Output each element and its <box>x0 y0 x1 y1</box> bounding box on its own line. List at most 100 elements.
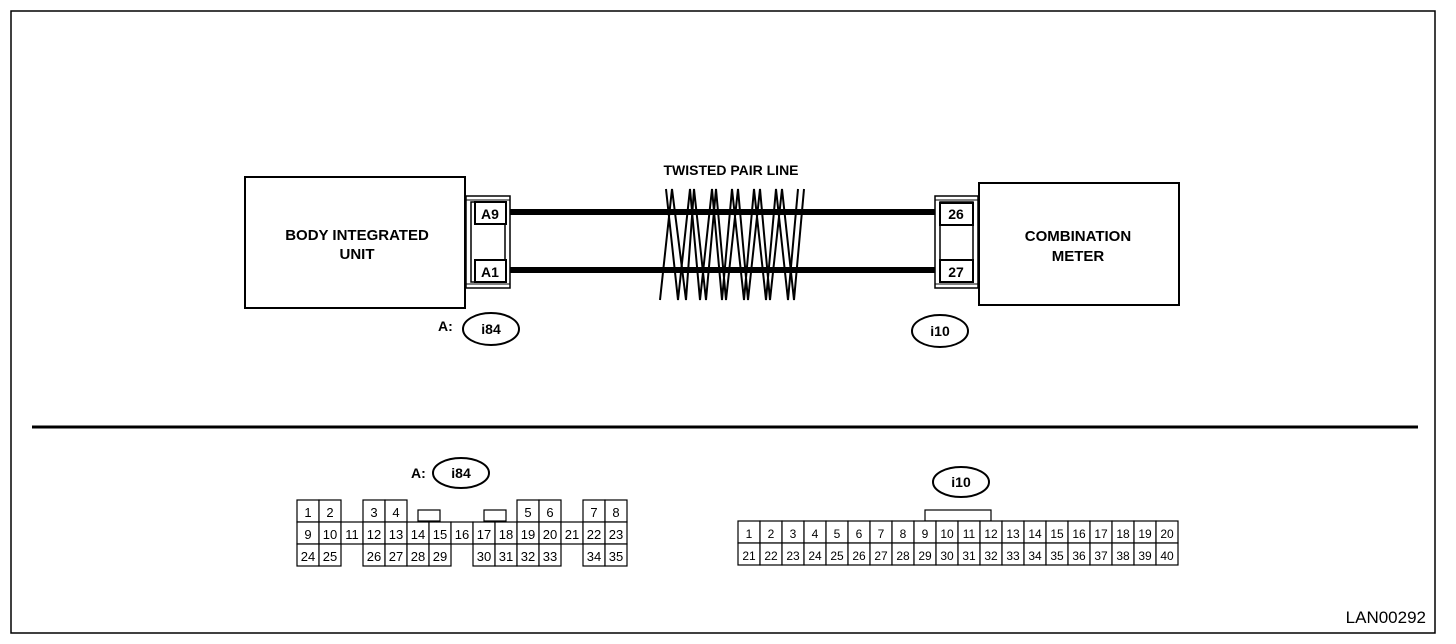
pin-number: 28 <box>411 549 425 564</box>
pin-number: 37 <box>1094 549 1108 563</box>
pin-number: 29 <box>918 549 932 563</box>
pin-number: 11 <box>963 527 976 541</box>
i10-id: i10 <box>951 474 971 490</box>
i84-id: i84 <box>451 465 471 481</box>
i84-prefix: A: <box>411 465 426 481</box>
pin-number: 4 <box>392 505 399 520</box>
pin-number: 25 <box>830 549 844 563</box>
pin-number: 1 <box>746 527 753 541</box>
pin-number: 20 <box>1160 527 1174 541</box>
pin-number: 7 <box>590 505 597 520</box>
pin-number: 14 <box>1028 527 1042 541</box>
pin-cell <box>428 543 452 567</box>
pin-number: 6 <box>546 505 553 520</box>
combination-meter-unit: COMBINATION METER <box>978 182 1180 306</box>
i10-oval <box>932 466 990 498</box>
pin-number: 30 <box>477 549 491 564</box>
right-connector-oval <box>911 314 969 348</box>
pin-number: 27 <box>389 549 403 564</box>
left-connector-prefix: A: <box>438 318 453 334</box>
body-integrated-unit: BODY INTEGRATED UNIT <box>244 176 466 309</box>
meter-label-line2: METER <box>1052 248 1105 265</box>
body-unit-label-line1: BODY INTEGRATED <box>285 227 429 244</box>
pin-number: 21 <box>565 527 579 542</box>
pin-number: 30 <box>940 549 954 563</box>
pin-number: 14 <box>411 527 425 542</box>
pin-number: 19 <box>521 527 535 542</box>
pin-number: 15 <box>1050 527 1064 541</box>
pin-number: 24 <box>808 549 822 563</box>
i84-oval <box>432 457 490 489</box>
left-connector-oval <box>462 312 520 346</box>
pin-number: 34 <box>587 549 601 564</box>
pin-number: 38 <box>1116 549 1130 563</box>
pin-cell <box>604 543 628 567</box>
pin-number: 9 <box>922 527 929 541</box>
pin-number: 19 <box>1138 527 1152 541</box>
pin-number: 4 <box>812 527 819 541</box>
pin-number: 5 <box>524 505 531 520</box>
twisted-pair-symbol <box>659 188 805 301</box>
pin-number: 2 <box>326 505 333 520</box>
pin-a9-label: A9 <box>481 206 499 222</box>
pin-number: 33 <box>1006 549 1020 563</box>
pin-number: 40 <box>1160 549 1174 563</box>
pin-number: 10 <box>323 527 337 542</box>
pin-number: 18 <box>499 527 513 542</box>
twisted-pair-label: TWISTED PAIR LINE <box>663 162 798 178</box>
pin-number: 23 <box>786 549 800 563</box>
pin-number: 7 <box>878 527 885 541</box>
pin-number: 32 <box>984 549 998 563</box>
left-connector-id: i84 <box>481 321 501 337</box>
figure-code: LAN00292 <box>1346 608 1426 627</box>
pin-number: 33 <box>543 549 557 564</box>
pin-number: 29 <box>433 549 447 564</box>
pin-number: 8 <box>900 527 907 541</box>
pin-number: 1 <box>304 505 311 520</box>
pin-number: 16 <box>455 527 469 542</box>
pin-26-label: 26 <box>948 206 964 222</box>
pin-number: 32 <box>521 549 535 564</box>
pin-number: 16 <box>1072 527 1086 541</box>
pin-number: 17 <box>477 527 491 542</box>
pin-number: 36 <box>1072 549 1086 563</box>
pin-cell <box>318 543 342 567</box>
pin-number: 25 <box>323 549 337 564</box>
right-connector-id: i10 <box>930 323 950 339</box>
pin-number: 15 <box>433 527 447 542</box>
meter-label-line1: COMBINATION <box>1025 228 1131 245</box>
diagram-frame <box>10 10 1436 634</box>
body-unit-label-line2: UNIT <box>340 246 375 263</box>
pin-number: 39 <box>1138 549 1152 563</box>
pin-number: 24 <box>301 549 315 564</box>
pin-number: 12 <box>984 527 998 541</box>
pin-number: 5 <box>834 527 841 541</box>
pin-number: 2 <box>768 527 775 541</box>
pin-number: 20 <box>543 527 557 542</box>
pin-number: 17 <box>1094 527 1108 541</box>
pin-number: 8 <box>612 505 619 520</box>
pin-number: 26 <box>852 549 866 563</box>
pin-number: 23 <box>609 527 623 542</box>
pin-number: 21 <box>742 549 756 563</box>
pin-number: 27 <box>874 549 888 563</box>
pin-number: 35 <box>1050 549 1064 563</box>
pin-number: 35 <box>609 549 623 564</box>
pin-number: 11 <box>345 527 359 542</box>
pin-cell <box>538 543 562 567</box>
pin-number: 10 <box>940 527 954 541</box>
pin-number: 22 <box>764 549 778 563</box>
pin-number: 13 <box>389 527 403 542</box>
pin-number: 12 <box>367 527 381 542</box>
right-connector-housing: 26 27 <box>934 195 979 289</box>
pin-number: 13 <box>1006 527 1020 541</box>
pin-27-label: 27 <box>948 264 964 280</box>
pin-number: 31 <box>499 549 513 564</box>
pin-number: 22 <box>587 527 601 542</box>
pin-number: 6 <box>856 527 863 541</box>
pin-number: 26 <box>367 549 381 564</box>
pin-number: 3 <box>370 505 377 520</box>
pin-number: 34 <box>1028 549 1042 563</box>
